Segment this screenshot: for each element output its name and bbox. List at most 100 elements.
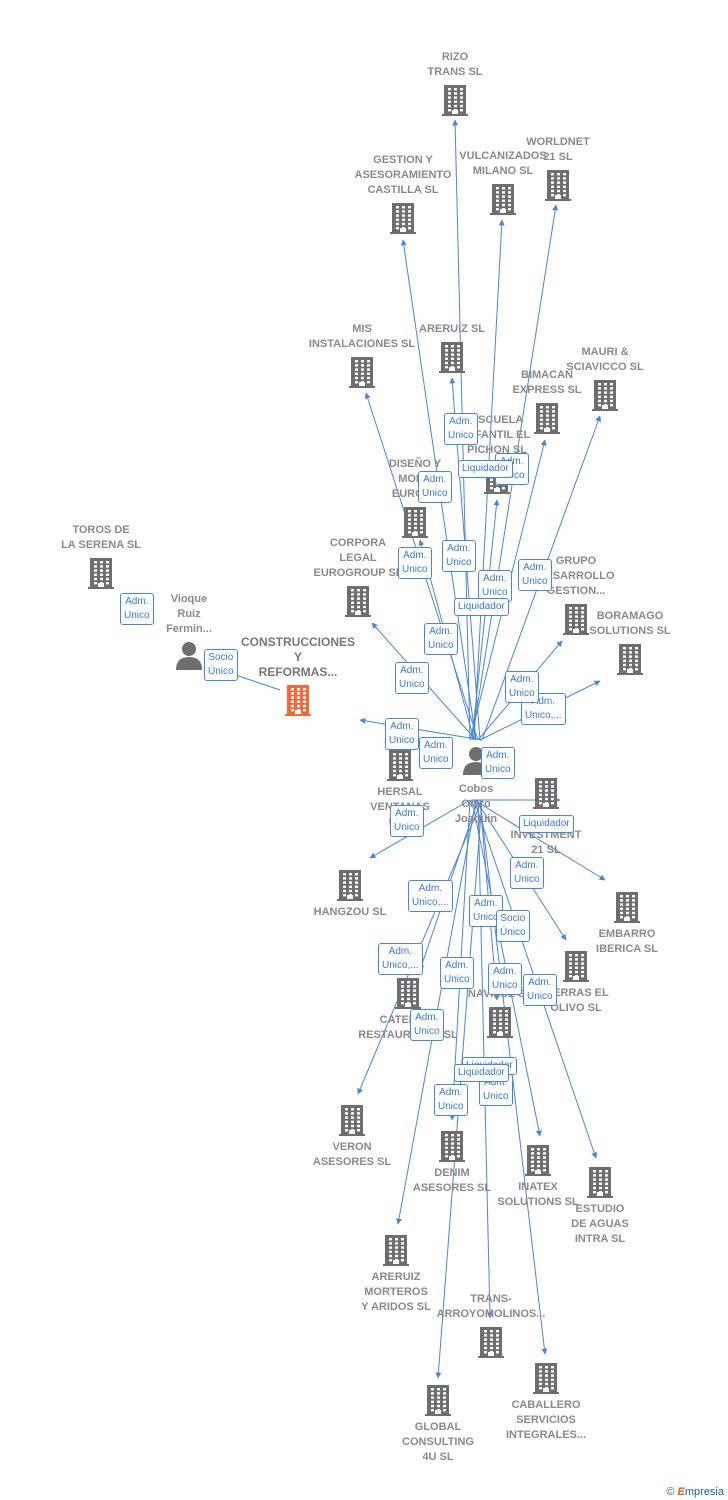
node-hersal[interactable] [385,748,415,787]
node-denim[interactable] [437,1129,467,1168]
building-icon [485,1007,515,1043]
node-boramago[interactable] [615,642,645,681]
role-badge: Adm. Unico [398,547,432,579]
node-toros[interactable] [86,556,116,595]
node-corpora[interactable] [343,584,373,623]
building-icon [283,685,313,721]
brand-name: mpresia [684,1486,724,1498]
node-mis[interactable] [347,355,377,394]
role-badge: Adm. Unico [488,963,522,995]
node-label: CATERING RESTAURANTE SL [358,1014,458,1041]
node-construcciones[interactable] [283,683,313,722]
person-icon [174,642,204,674]
building-icon [612,892,642,928]
edge-cobos-hersal [359,717,483,741]
building-icon [86,558,116,594]
node-gestion[interactable] [388,201,418,240]
node-olivo[interactable] [561,949,591,988]
building-icon [437,342,467,378]
role-badge: Adm. Unico [434,1084,468,1116]
role-badge: Adm. Unico [120,593,154,625]
building-icon [531,1363,561,1399]
building-icon [343,586,373,622]
node-label: CONSTRUCCIONES Y REFORMAS... [240,635,355,679]
node-label: GRUPO DESARROLLO GESTION... [537,555,615,597]
copyright-symbol: © [666,1486,675,1498]
node-areruizm[interactable] [381,1233,411,1272]
node-label: MIS INSTALACIONES SL [308,323,416,350]
role-badge: Adm. Unico [395,662,429,694]
role-badge: Adm. Unico [390,805,424,837]
building-icon [437,1131,467,1167]
building-icon [381,1235,411,1271]
node-label: Cobos Otero Joaquin [454,783,498,825]
node-label: TRANS- ARROYOMOLINOS... [436,1293,546,1320]
building-icon [531,778,561,814]
node-label: CABALLERO SERVICIOS INTEGRALES... [505,1399,587,1441]
role-badge: Adm. Unico [505,671,539,703]
node-trans[interactable] [476,1325,506,1364]
node-global[interactable] [423,1383,453,1422]
role-badge: Liquidador [458,460,513,478]
node-label: GESTION Y ASESORAMIENTO CASTILLA SL [354,154,452,196]
node-mg[interactable] [531,776,561,815]
node-label: DISEÑO Y MODA EUROPA [388,458,442,500]
building-icon [337,1105,367,1141]
node-label: VULCANIZADOS MILANO SL [459,150,547,177]
role-badge: Adm. Unico [419,737,453,769]
node-label: Vioque Ruiz Fermin... [166,593,212,635]
node-catering[interactable] [393,976,423,1015]
building-icon [532,403,562,439]
node-hangzou[interactable] [335,868,365,907]
role-badge: Adm. Unico [518,559,552,591]
node-label: BIMACAN EXPRESS SL [512,369,582,396]
building-icon [335,870,365,906]
building-icon [561,604,591,640]
building-icon [585,1167,615,1203]
building-icon [590,380,620,416]
building-icon [393,978,423,1014]
node-embarro[interactable] [612,890,642,929]
node-label: ESTUDIO DE AGUAS INTRA SL [571,1203,629,1245]
building-icon [385,750,415,786]
role-badge: Liquidador [519,815,574,833]
node-vulcanizados[interactable] [488,182,518,221]
edge-cobos-escuela [471,499,500,741]
node-caballero[interactable] [531,1361,561,1400]
node-label: ARERUIZ MORTEROS Y ARIDOS SL [361,1271,431,1313]
edge-cobos-embarro [473,799,606,881]
role-badge: Adm. Unico [440,957,474,989]
role-badge: Adm. Unico [410,1009,444,1041]
role-badge: Adm. Unico [424,623,458,655]
building-icon [347,357,377,393]
building-icon [440,85,470,121]
node-worldnet[interactable] [543,168,573,207]
node-areruiz[interactable] [437,340,467,379]
node-naviluz[interactable] [485,1005,515,1044]
node-bimacan[interactable] [532,401,562,440]
node-label: ARERUIZ SL [419,323,485,335]
building-icon [423,1385,453,1421]
node-label: INATEX SOLUTIONS SL [497,1181,579,1208]
role-badge: Socio Único [496,910,530,942]
node-vioque[interactable] [174,640,204,675]
node-label: GLOBAL CONSULTING 4U SL [402,1421,474,1463]
role-badge: Socio Único [204,649,238,681]
node-label: BORAMAGO SOLUTIONS SL [589,610,671,637]
node-label: WORLDNET 21 SL [526,136,590,163]
node-label: VERON ASESORES SL [312,1141,392,1168]
node-grupo[interactable] [561,602,591,641]
building-icon [400,507,430,543]
node-inatex[interactable] [523,1143,553,1182]
node-label: RIZO TRANS SL [427,51,483,78]
node-mauri[interactable] [590,378,620,417]
role-badge: Adm. Unico [444,413,478,445]
node-diseno[interactable] [400,505,430,544]
node-veron[interactable] [337,1103,367,1142]
footer-brand: © Empresia [666,1486,724,1498]
role-badge: Adm. Unico,... [521,693,566,725]
node-rizo[interactable] [440,83,470,122]
node-estudio[interactable] [585,1165,615,1204]
role-badge: Adm. Unico [510,857,544,889]
